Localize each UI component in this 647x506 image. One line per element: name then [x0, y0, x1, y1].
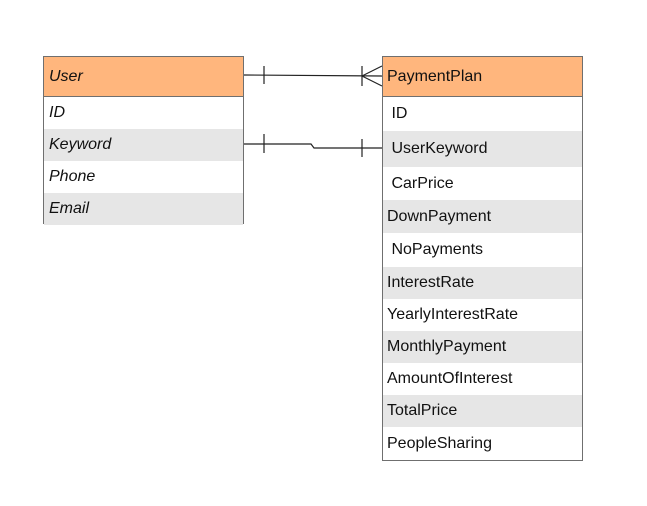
paymentplan-field-downpayment[interactable]: DownPayment: [383, 200, 582, 233]
relationship-user-paymentplan[interactable]: [243, 65, 383, 87]
paymentplan-field-peoplesharing[interactable]: PeopleSharing: [387, 434, 492, 452]
relationship-keyword-userkeyword[interactable]: [244, 134, 382, 157]
user-field-email[interactable]: Email: [44, 193, 243, 225]
paymentplan-field-totalprice[interactable]: TotalPrice: [383, 395, 582, 427]
user-entity[interactable]: User ID Keyword Phone Email: [43, 56, 244, 225]
user-field-phone[interactable]: Phone: [49, 168, 96, 185]
user-entity-title[interactable]: User: [44, 57, 243, 97]
paymentplan-field-nopayments[interactable]: NoPayments: [387, 241, 484, 258]
paymentplan-entity-title[interactable]: PaymentPlan: [383, 57, 582, 97]
crow-foot-top: [361, 65, 383, 77]
paymentplan-field-userkeyword[interactable]: UserKeyword: [383, 131, 582, 167]
relationship-line: [243, 74, 383, 77]
user-field-id[interactable]: ID: [49, 104, 65, 121]
paymentplan-field-id[interactable]: ID: [387, 105, 408, 122]
paymentplan-field-yearlyinterestrate[interactable]: YearlyInterestRate: [387, 306, 519, 323]
paymentplan-field-carprice[interactable]: CarPrice: [387, 174, 454, 192]
paymentplan-field-amountofinterest[interactable]: AmountOfInterest: [387, 370, 513, 387]
paymentplan-field-monthlypayment[interactable]: MonthlyPayment: [383, 331, 582, 363]
relationship-line: [244, 143, 382, 149]
paymentplan-field-interestrate[interactable]: InterestRate: [383, 267, 582, 299]
crow-foot-bottom: [361, 75, 383, 87]
paymentplan-entity[interactable]: PaymentPlan ID UserKeyword CarPrice Down…: [382, 56, 583, 461]
user-field-keyword[interactable]: Keyword: [44, 129, 243, 161]
